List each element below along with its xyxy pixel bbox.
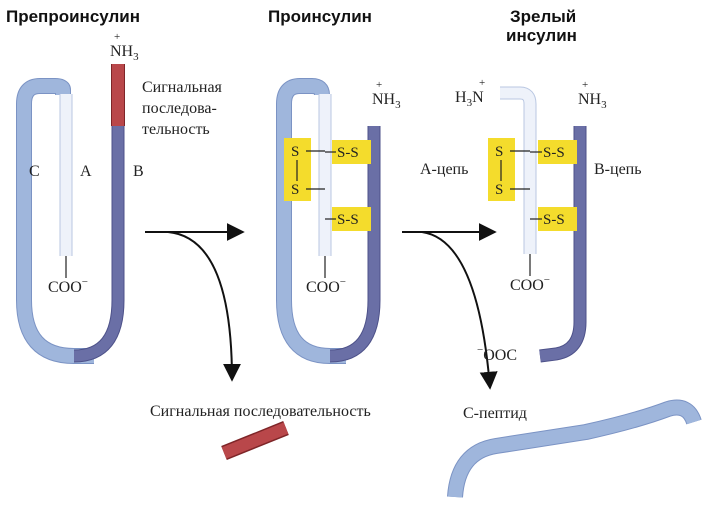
mature-coo: COO− [510, 274, 550, 294]
chain-label-b: B [133, 163, 144, 180]
svg-text:S-S: S-S [543, 212, 565, 228]
chain-label-c: C [29, 163, 40, 180]
mature-intra-disulfide: S S [488, 138, 530, 201]
mature-disulfide-bond-2: S-S [530, 207, 577, 231]
mature-h3n-charge: + [479, 77, 485, 89]
svg-text:S: S [495, 144, 503, 160]
proinsulin-coo: COO− [306, 276, 346, 296]
b-chain-label: В-цепь [594, 161, 642, 178]
signal-label-line1: Сигнальная [142, 79, 223, 96]
preproinsulin-structure [16, 64, 125, 364]
a-chain-label: А-цепь [420, 161, 468, 178]
c-peptide-label: С-пептид [463, 405, 527, 422]
title-preproinsulin: Препроинсулин [6, 7, 140, 26]
arrow-signal-cleavage [167, 231, 241, 382]
cleaved-signal-segment [221, 421, 289, 460]
mature-h3n: H3N [455, 89, 484, 109]
mature-nh3: NH3 [578, 91, 607, 111]
proinsulin-disulfide-bond-1: S-S [325, 140, 371, 164]
mature-disulfide-bond-1: S-S [530, 140, 577, 164]
svg-text:S: S [291, 182, 299, 198]
preproinsulin-coo: COO− [48, 276, 88, 296]
signal-label-line3: тельность [142, 121, 210, 138]
proinsulin-nh3-charge: + [376, 79, 382, 91]
mature-ooc: −OOC [477, 344, 517, 364]
proinsulin-nh3: NH3 [372, 91, 401, 111]
proinsulin-intra-disulfide: S S [284, 138, 325, 201]
title-proinsulin: Проинсулин [268, 7, 372, 26]
svg-text:S: S [495, 182, 503, 198]
arrow-c-peptide-cleavage [421, 231, 498, 390]
svg-text:S-S: S-S [337, 212, 359, 228]
mature-insulin-structure [500, 86, 587, 363]
signal-label-line2: последова- [142, 100, 217, 117]
mature-nh3-charge: + [582, 79, 588, 91]
chain-label-a: A [80, 163, 92, 180]
signal-sequence-bottom-label: Сигнальная последовательность [150, 403, 371, 420]
proinsulin-disulfide-bond-2: S-S [325, 207, 371, 231]
svg-text:S-S: S-S [337, 145, 359, 161]
preproinsulin-c-peptide-loop [16, 78, 94, 364]
proinsulin-structure [276, 78, 381, 364]
preproinsulin-nh3: NH3 [110, 43, 139, 63]
title-mature-insulin-line1: Зрелый [510, 7, 576, 26]
preproinsulin-nh3-charge: + [114, 31, 120, 43]
cleaved-c-peptide [447, 399, 702, 498]
svg-text:S: S [291, 144, 299, 160]
title-mature-insulin-line2: инсулин [506, 26, 577, 45]
svg-text:S-S: S-S [543, 145, 565, 161]
